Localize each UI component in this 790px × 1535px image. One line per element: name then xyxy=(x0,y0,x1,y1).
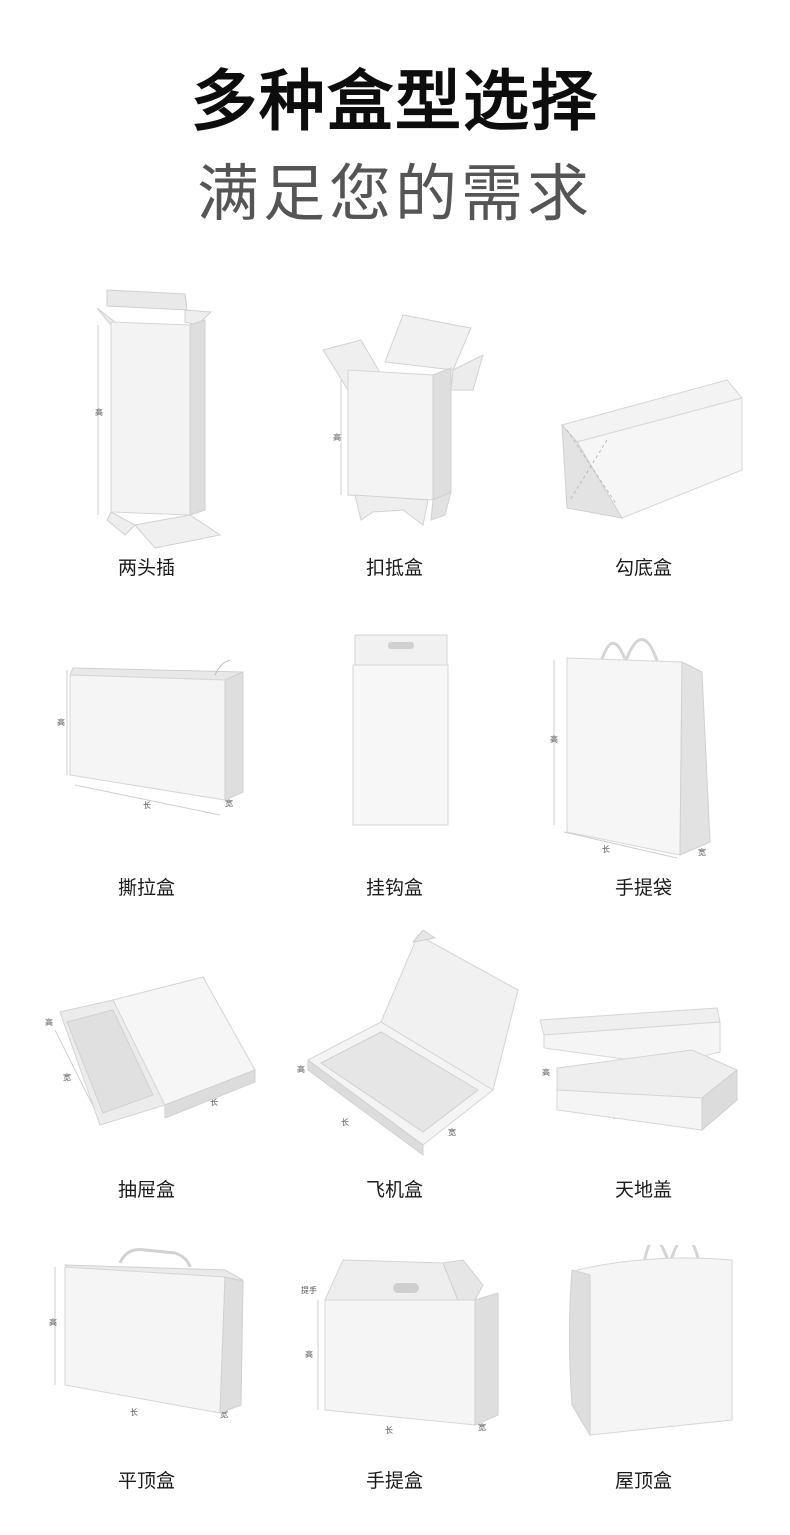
lock-bottom-box-image: 高 xyxy=(322,314,484,526)
dim-width-label: 宽 xyxy=(698,847,706,857)
dim-height-label: 高 xyxy=(305,1349,313,1359)
box-item-flat-top[interactable]: 高 长 宽 平顶盒 xyxy=(15,1245,278,1505)
flat-top-box-image: 高 长 宽 xyxy=(49,1248,244,1419)
box-item-drawer[interactable]: 高 宽 长 抽屉盒 xyxy=(15,930,278,1210)
dim-width-label: 宽 xyxy=(63,1072,71,1082)
two-end-tuck-box-image: 高 xyxy=(95,289,222,549)
tear-strip-box-image: 高 长 宽 xyxy=(57,659,244,816)
box-label: 手提袋 xyxy=(614,877,672,899)
dim-width-label: 宽 xyxy=(448,1127,456,1137)
box-item-tear-strip[interactable]: 高 长 宽 撕拉盒 xyxy=(15,620,278,910)
dim-length-label: 长 xyxy=(130,1407,138,1417)
mailer-box-image: 高 长 宽 xyxy=(297,930,519,1156)
dim-width-label: 宽 xyxy=(225,798,233,808)
dim-width-label: 宽 xyxy=(478,1422,486,1432)
dim-length-label: 长 xyxy=(210,1097,218,1107)
box-label: 两头插 xyxy=(117,557,175,579)
box-label: 抽屉盒 xyxy=(117,1179,175,1201)
lid-base-box-image: 高 长 宽 xyxy=(539,1007,738,1132)
box-label: 平顶盒 xyxy=(117,1470,175,1492)
box-label: 天地盖 xyxy=(614,1179,672,1201)
roof-box-image xyxy=(569,1245,733,1437)
box-item-lock-bottom[interactable]: 高 扣抵盒 xyxy=(263,280,526,590)
box-label: 勾底盒 xyxy=(614,557,672,579)
box-label: 撕拉盒 xyxy=(117,877,175,899)
box-label: 屋顶盒 xyxy=(614,1470,672,1492)
paper-bag-image: 高 长 宽 xyxy=(550,638,711,859)
dim-height-label: 高 xyxy=(57,717,65,727)
dim-height-label: 高 xyxy=(45,1017,53,1027)
dim-length-label: 长 xyxy=(341,1117,349,1127)
box-item-handle-box[interactable]: 提手 高 长 宽 手提盒 xyxy=(263,1245,526,1505)
box-item-roof-box[interactable]: 屋顶盒 xyxy=(512,1245,775,1505)
hanging-hook-box-image xyxy=(352,634,449,826)
drawer-box-image: 高 宽 长 xyxy=(45,976,256,1126)
dim-height-label: 高 xyxy=(49,1317,57,1327)
dim-length-label: 长 xyxy=(143,800,151,810)
box-item-lid-base[interactable]: 高 长 宽 天地盖 xyxy=(512,930,775,1210)
box-item-paper-bag[interactable]: 高 长 宽 手提袋 xyxy=(512,620,775,910)
hook-bottom-box-image xyxy=(561,379,743,519)
dim-height-label: 高 xyxy=(333,432,341,442)
dim-width-label: 宽 xyxy=(220,1409,228,1419)
dim-length-label: 长 xyxy=(602,844,610,854)
dim-height-label: 高 xyxy=(95,407,103,417)
dim-height-label: 高 xyxy=(542,1067,550,1077)
box-item-two-end-tuck[interactable]: 高 两头插 xyxy=(15,280,278,590)
box-item-mailer[interactable]: 高 长 宽 飞机盒 xyxy=(263,930,526,1210)
box-label: 手提盒 xyxy=(365,1470,423,1492)
dim-height-label: 高 xyxy=(550,734,558,744)
handle-box-image: 提手 高 长 宽 xyxy=(301,1259,499,1435)
box-label: 挂钩盒 xyxy=(365,877,423,899)
box-label: 飞机盒 xyxy=(365,1179,423,1201)
page-subtitle: 满足您的需求 xyxy=(196,157,593,230)
page-title: 多种盒型选择 xyxy=(191,63,599,140)
dim-height-label: 高 xyxy=(297,1064,305,1074)
dim-handle-label: 提手 xyxy=(301,1285,317,1295)
box-item-hanging-hook[interactable]: 挂钩盒 xyxy=(263,620,526,910)
box-label: 扣抵盒 xyxy=(365,557,423,579)
box-item-hook-bottom[interactable]: 勾底盒 xyxy=(512,280,775,590)
dim-length-label: 长 xyxy=(385,1425,393,1435)
